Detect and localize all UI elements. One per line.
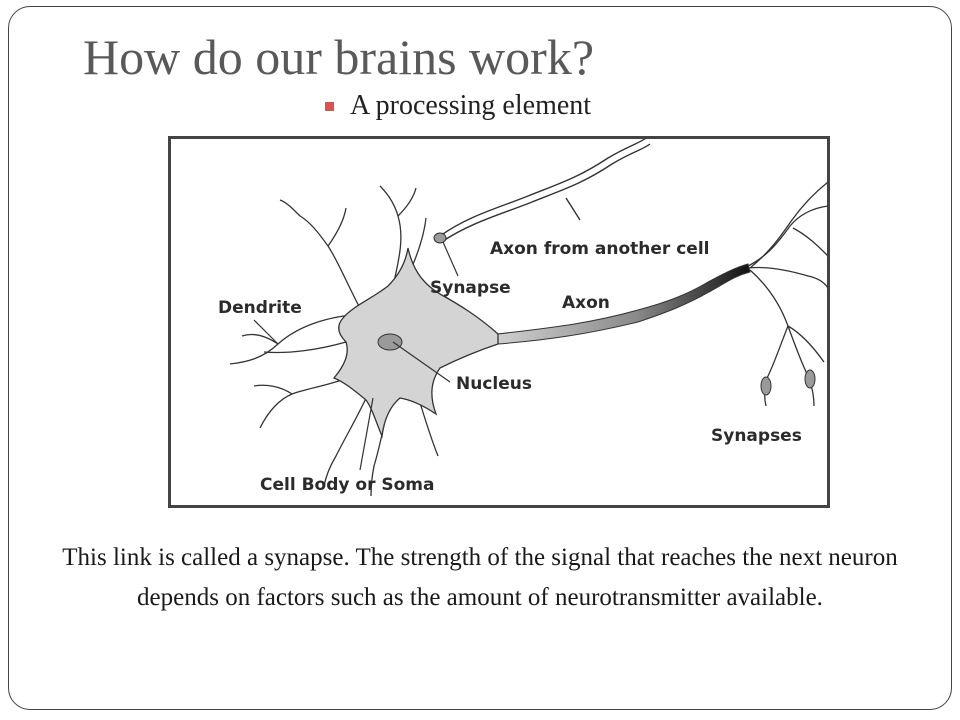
label-pointers <box>253 241 459 471</box>
label-nucleus: Nucleus <box>456 374 532 394</box>
synapse-terminal-2 <box>804 369 816 389</box>
nucleus <box>377 333 403 351</box>
cell-body <box>332 247 499 439</box>
synapse-bulb <box>433 232 447 244</box>
label-axon: Axon <box>562 293 610 313</box>
neuron-diagram: Axon from another cell Synapse Axon Dend… <box>168 136 830 508</box>
label-dendrite: Dendrite <box>218 298 302 318</box>
incoming-axon <box>439 137 651 242</box>
label-synapse: Synapse <box>430 278 511 298</box>
bullet-text: A processing element <box>350 90 592 121</box>
caption-text: This link is called a synapse. The stren… <box>62 544 898 611</box>
label-synapses: Synapses <box>711 426 802 446</box>
bullet-item: A processing element <box>325 90 591 122</box>
synapse-terminal-1 <box>760 376 772 396</box>
label-cell-body: Cell Body or Soma <box>260 475 434 495</box>
axon <box>497 263 751 345</box>
diagram-border <box>168 136 830 508</box>
square-bullet-icon <box>325 101 334 111</box>
slide-title: How do our brains work? <box>83 29 595 85</box>
label-axon-from-another-cell: Axon from another cell <box>490 239 710 259</box>
